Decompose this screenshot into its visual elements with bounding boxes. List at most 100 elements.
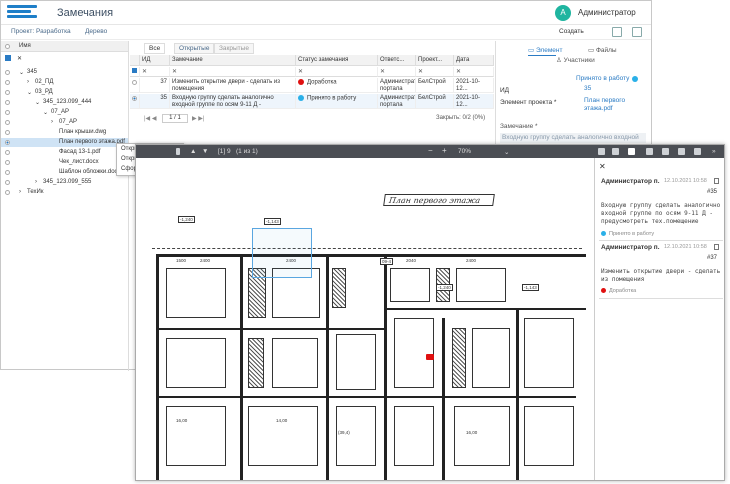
filter-owner-clear-icon[interactable]: ✕ — [378, 67, 416, 77]
level-marker: -1,143 — [522, 284, 539, 291]
select-all-checkbox[interactable] — [130, 55, 140, 66]
zoom-in-icon[interactable]: + — [442, 146, 447, 155]
tree-item[interactable]: › 345_123.099_555 — [1, 178, 128, 187]
col-status[interactable]: Статус замечания — [296, 55, 378, 66]
file-tree: Имя ✕ ⌄ 345 › 02_ПД ⌄ 03_РД ⌄ 345_123.09… — [1, 41, 129, 371]
pager-prev-icon[interactable]: |◀ ◀ — [144, 116, 157, 122]
remark-field[interactable]: Входную группу сделать аналогично входно… — [500, 133, 646, 143]
more-icon[interactable]: » — [712, 148, 716, 155]
sidebar-icon[interactable] — [628, 148, 635, 155]
col-remark[interactable]: Замечание — [170, 55, 296, 66]
tree-item[interactable]: План крыши.dwg — [1, 128, 128, 137]
page-up-icon[interactable]: ▲ — [190, 148, 197, 155]
tab-element[interactable]: ▭ Элемент — [528, 47, 563, 54]
open-file-icon[interactable] — [662, 148, 669, 155]
settings-icon[interactable] — [612, 27, 622, 37]
tab-files[interactable]: ▭ Файлы — [588, 47, 617, 54]
table-row[interactable] — [130, 78, 140, 93]
pager-input[interactable]: 1 / 1 — [162, 114, 188, 123]
status-value[interactable]: Принято в работу — [576, 75, 630, 82]
tab-closed[interactable]: Закрытые — [214, 43, 254, 54]
table-row-selected[interactable] — [130, 94, 140, 109]
user-icon: ♙ — [556, 57, 564, 64]
tree-filter-row: ✕ — [1, 54, 128, 63]
cell-owner: Администратор портала — [378, 94, 416, 109]
remark-highlight[interactable] — [252, 228, 312, 278]
pager-next-icon[interactable]: ▶ ▶| — [192, 116, 205, 122]
expand-icon[interactable] — [646, 148, 653, 155]
tree-item[interactable]: ⌄ 345 — [1, 68, 128, 77]
zoom-chevron-icon[interactable]: ⌄ — [504, 149, 510, 156]
zoom-select[interactable]: 70% — [458, 148, 472, 155]
filter-id-clear-icon[interactable]: ✕ — [140, 67, 170, 77]
create-button[interactable]: Создать — [559, 28, 584, 35]
tree-item[interactable]: ⌄ 03_РД — [1, 88, 128, 97]
comment-icon[interactable] — [612, 148, 619, 155]
filter-date-clear-icon[interactable]: ✕ — [454, 67, 494, 77]
zoom-out-icon[interactable]: − — [428, 146, 433, 155]
user-name[interactable]: Администратор — [578, 8, 636, 17]
avatar[interactable]: А — [555, 5, 571, 21]
project-selector[interactable]: Проект: Разработка — [11, 28, 71, 35]
id-label: ИД — [500, 87, 510, 94]
tree-item[interactable]: ⌄ 345_123.099_444 — [1, 98, 128, 107]
remarks-table: Все Открытые Закрытые ИД Замечание Стату… — [130, 41, 494, 141]
drawing-canvas[interactable]: План первого этажа — [136, 158, 594, 480]
tree-header: Имя — [1, 41, 128, 52]
col-id[interactable]: ИД — [140, 55, 170, 66]
element-label: Элемент проекта * — [500, 99, 557, 106]
filter-remark-clear-icon[interactable]: ✕ — [170, 67, 296, 77]
page-title: Замечания — [57, 7, 114, 19]
remark-marker[interactable] — [426, 354, 434, 360]
level-marker: -1,143 — [264, 218, 281, 225]
view-mode[interactable]: Дерево — [85, 28, 108, 35]
tree-item[interactable]: Шаблон обложки.docx — [1, 168, 128, 177]
closed-count: Закрыть: 0/2 (0%) — [436, 115, 486, 121]
trash-icon[interactable] — [714, 178, 719, 184]
file-icon: ▭ — [588, 47, 596, 54]
menu-item-open[interactable]: Открыть — [121, 146, 145, 152]
close-icon[interactable]: ✕ — [599, 162, 606, 171]
page-input[interactable]: [1] 9 — [218, 148, 231, 155]
tab-open[interactable]: Открытые — [174, 43, 215, 54]
panel-toggle-icon[interactable] — [176, 148, 180, 155]
tree-item[interactable]: ⌄ 07_АР — [1, 108, 128, 117]
cell-status: Доработка — [296, 78, 378, 93]
tree-item[interactable]: › 02_ПД — [1, 78, 128, 87]
app-logo-icon — [7, 5, 37, 21]
clear-filter-icon[interactable]: ✕ — [17, 56, 23, 62]
filter-status-clear-icon[interactable]: ✕ — [296, 67, 378, 77]
fullscreen-icon[interactable] — [598, 148, 605, 155]
print-icon[interactable] — [678, 148, 685, 155]
details-panel: ▭ Элемент ▭ Файлы ♙ Участники Принято в … — [495, 41, 651, 147]
comments-panel: ✕ Администратор п. 12.10.2021 10:58 #35 … — [594, 158, 724, 480]
document-icon: ▭ — [528, 47, 536, 54]
tree-item[interactable]: › ТехИк — [1, 188, 128, 197]
tree-header-label: Имя — [19, 43, 31, 49]
tree-item[interactable]: Фасад 13-1.pdf — [1, 148, 128, 157]
tree-item-selected[interactable]: План первого этажа.pdf — [1, 138, 128, 147]
tree-select-all[interactable] — [5, 44, 10, 49]
comment-card[interactable]: Администратор п. 12.10.2021 10:58 #37 Из… — [601, 244, 721, 294]
cell-date: 2021-10-12... — [454, 94, 494, 109]
element-value[interactable]: План первого этажа.pdf — [584, 97, 626, 112]
comment-card[interactable]: Администратор п. 12.10.2021 10:58 #35 Вх… — [601, 178, 721, 237]
toolbar: Проект: Разработка Дерево Создать — [1, 26, 651, 40]
bookmark-icon[interactable] — [694, 148, 701, 155]
tab-all[interactable]: Все — [144, 43, 166, 54]
filter-project-clear-icon[interactable]: ✕ — [416, 67, 454, 77]
page-down-icon[interactable]: ▼ — [202, 148, 209, 155]
app-header: Замечания А Администратор — [1, 1, 651, 25]
export-icon[interactable] — [632, 27, 642, 37]
tree-item[interactable]: Чек_лист.docx — [1, 158, 128, 167]
col-owner[interactable]: Ответс... — [378, 55, 416, 66]
checkbox-icon[interactable] — [5, 55, 11, 61]
col-date[interactable]: Дата — [454, 55, 494, 66]
cell-remark: Изменить открытие двери - сделать из пом… — [170, 78, 296, 93]
level-marker: -1,240 — [178, 216, 195, 223]
trash-icon[interactable] — [714, 244, 719, 250]
cell-id: 35 — [140, 94, 170, 109]
tree-item[interactable]: › 07_АР — [1, 118, 128, 127]
tab-participants[interactable]: ♙ Участники — [556, 57, 595, 64]
col-project[interactable]: Проект... — [416, 55, 454, 66]
